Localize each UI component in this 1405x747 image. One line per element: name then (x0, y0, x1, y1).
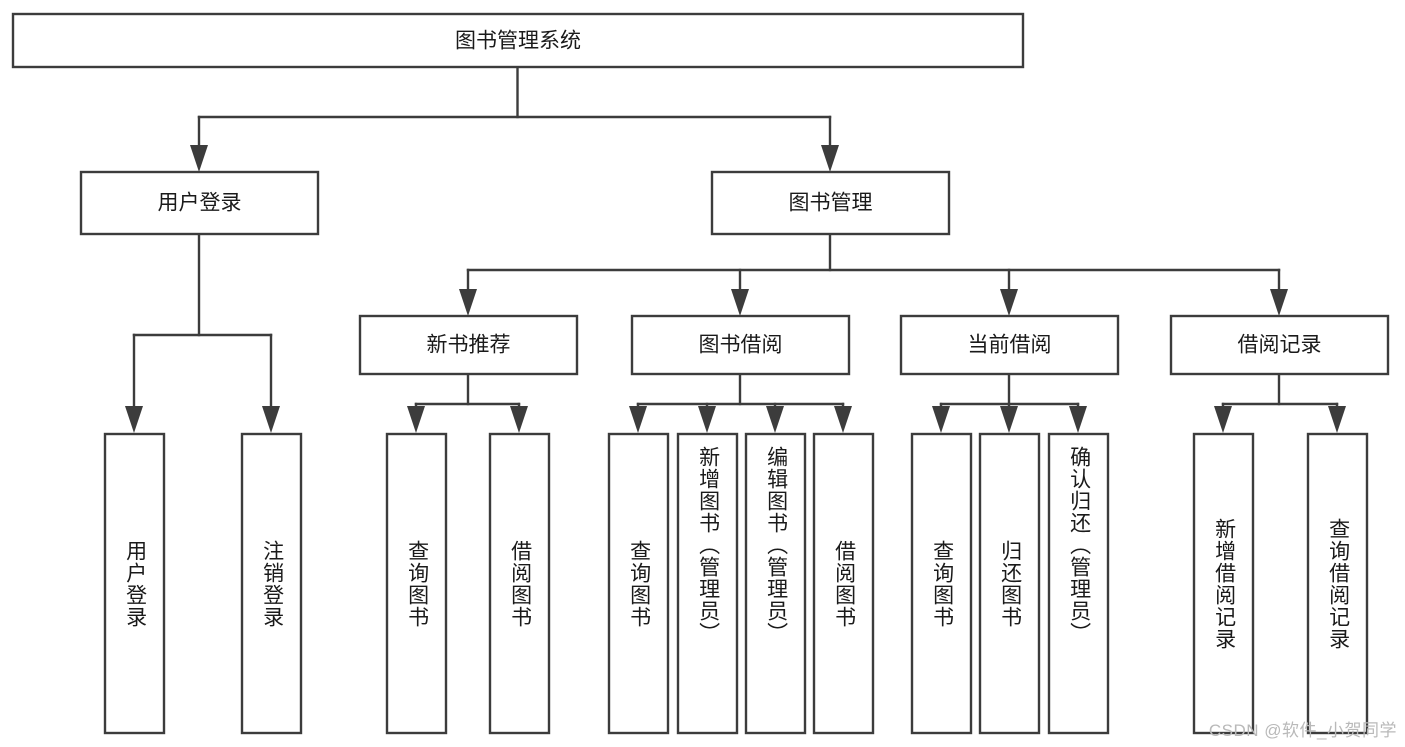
arrow-br-c2 (1328, 406, 1346, 433)
node-book-borrow-box[interactable] (630, 314, 851, 376)
leaf-label-borrow-book-2: 借阅图书 (832, 539, 856, 628)
node-book-management-label: 图书管理 (789, 192, 873, 215)
arrow-nbr-c2 (510, 406, 528, 433)
node-leaf-user-login-box[interactable] (103, 432, 166, 735)
node-leaf-add-record-box[interactable] (1192, 432, 1255, 735)
node-book-management-box[interactable] (710, 170, 951, 236)
leaf-label-add-record: 新增借阅记录 (1212, 517, 1236, 650)
node-leaf-borrow-book-2-box[interactable] (812, 432, 875, 735)
arrow-cb-c2 (1000, 406, 1018, 433)
node-user-login-box[interactable] (79, 170, 320, 236)
node-leaf-return-book-box[interactable] (978, 432, 1041, 735)
leaf-label-borrow-book-1: 借阅图书 (508, 539, 532, 628)
arrow-bb-c4 (834, 406, 852, 433)
arrow-user-login-left (125, 406, 143, 433)
arrow-br-c1 (1214, 406, 1232, 433)
node-leaf-borrow-book-1-box[interactable] (488, 432, 551, 735)
leaf-label-query-book-3: 查询图书 (930, 539, 954, 628)
leaf-label-confirm-return: 确认归还（管理员） (1067, 446, 1091, 644)
arrow-to-book-borrow (731, 289, 749, 316)
node-leaf-query-book-3-box[interactable] (910, 432, 973, 735)
node-new-book-recommend-box[interactable] (358, 314, 579, 376)
node-leaf-query-book-1-box[interactable] (385, 432, 448, 735)
node-leaf-edit-book-box[interactable] (744, 432, 807, 735)
leaf-label-return-book: 归还图书 (998, 539, 1022, 628)
arrow-bb-c3 (766, 406, 784, 433)
arrow-to-borrow-record (1270, 289, 1288, 316)
node-leaf-query-book-2-box[interactable] (607, 432, 670, 735)
node-root-box[interactable] (11, 12, 1025, 69)
connector-layer (125, 65, 1346, 433)
arrow-cb-c3 (1069, 406, 1087, 433)
arrow-nbr-c1 (407, 406, 425, 433)
node-current-borrow-label: 当前借阅 (968, 334, 1052, 357)
arrow-to-current-borrow (1000, 289, 1018, 316)
arrow-bb-c2 (698, 406, 716, 433)
node-book-borrow-label: 图书借阅 (699, 334, 783, 357)
arrow-bb-c1 (629, 406, 647, 433)
node-leaf-logout-box[interactable] (240, 432, 303, 735)
node-new-book-recommend-label: 新书推荐 (427, 334, 511, 357)
arrow-root-to-book-management (821, 145, 839, 172)
node-layer: 图书管理系统 用户登录 图书管理 新书推荐 图书借阅 当前借阅 借阅记录 (11, 12, 1390, 735)
node-current-borrow-box[interactable] (899, 314, 1120, 376)
node-borrow-record-box[interactable] (1169, 314, 1390, 376)
leaf-label-logout: 注销登录 (260, 539, 284, 628)
node-root-label: 图书管理系统 (455, 30, 581, 53)
leaf-label-add-book: 新增图书（管理员） (696, 446, 720, 644)
node-leaf-confirm-return-box[interactable] (1047, 432, 1110, 735)
leaf-label-query-book-2: 查询图书 (627, 539, 651, 628)
leaf-label-edit-book: 编辑图书（管理员） (764, 446, 788, 644)
arrow-root-to-user-login (190, 145, 208, 172)
leaf-label-user-login: 用户登录 (123, 539, 147, 628)
arrow-cb-c1 (932, 406, 950, 433)
leaf-label-query-book-1: 查询图书 (405, 539, 429, 628)
node-leaf-add-book-box[interactable] (676, 432, 739, 735)
leaf-label-query-record: 查询借阅记录 (1326, 517, 1350, 650)
node-user-login-label: 用户登录 (158, 192, 242, 215)
csdn-watermark: CSDN @软件_小贺同学 (1208, 721, 1397, 740)
arrow-user-login-right (262, 406, 280, 433)
arrow-to-new-book-recommend (459, 289, 477, 316)
node-leaf-query-record-box[interactable] (1306, 432, 1369, 735)
node-borrow-record-label: 借阅记录 (1238, 334, 1322, 357)
